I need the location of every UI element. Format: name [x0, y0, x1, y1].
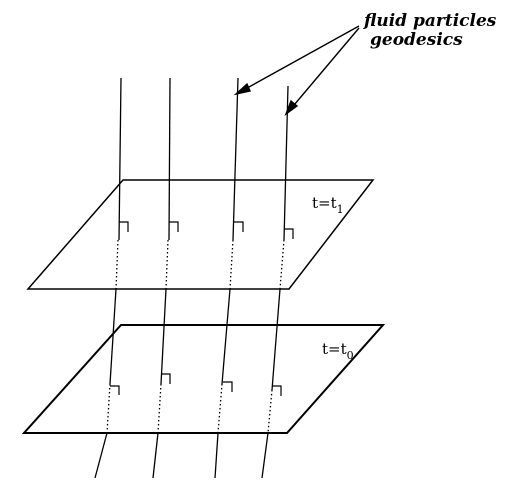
- right-angle-markers-upper: [119, 221, 294, 239]
- geodesic-1: [94, 77, 122, 479]
- right-angle-marker: [119, 221, 129, 232]
- plane-upper-outline: [26, 179, 375, 290]
- right-angle-marker: [234, 221, 244, 232]
- plane-upper-label: t=t1: [312, 194, 344, 216]
- right-angle-marker: [161, 373, 171, 384]
- right-angle-marker: [284, 228, 294, 239]
- geodesic-2: [152, 77, 171, 479]
- annotation-line-2: geodesics: [370, 30, 463, 50]
- right-angle-markers-lower: [110, 373, 282, 396]
- annotation-arrows: [233, 25, 360, 116]
- arrow-line-2: [288, 27, 360, 112]
- arrowhead-2: [284, 99, 299, 116]
- geodesic-4: [261, 85, 289, 479]
- geodesics: [94, 77, 289, 479]
- plane-lower: t=t0: [21, 324, 386, 434]
- right-angle-marker: [110, 385, 120, 395]
- plane-upper: t=t1: [26, 179, 375, 290]
- plane-lower-outline: [21, 324, 386, 434]
- arrowhead-1: [233, 82, 251, 96]
- right-angle-marker: [223, 381, 233, 392]
- arrow-line-1: [239, 25, 360, 93]
- plane-lower-label: t=t0: [322, 340, 354, 362]
- right-angle-marker: [169, 221, 179, 232]
- annotation-line-1: fluid particles: [363, 11, 497, 31]
- geodesic-3: [214, 77, 239, 479]
- right-angle-marker: [272, 385, 282, 396]
